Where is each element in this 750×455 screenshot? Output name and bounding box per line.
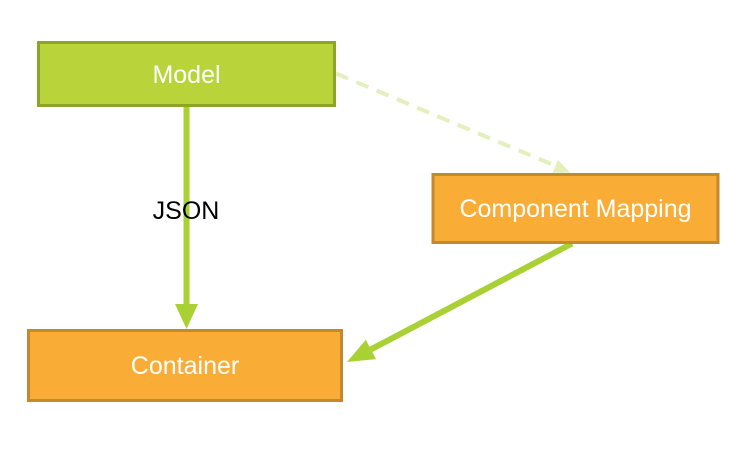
container-label: Container [131,352,239,380]
component-mapping-label: Component Mapping [459,195,691,223]
edge-model-to-container [175,105,198,329]
edge-component-mapping-to-container [347,240,574,362]
model-label: Model [152,61,220,89]
json-edge-label: JSON [153,197,220,225]
dashed-connector-line [335,71,558,169]
model-box [37,41,336,107]
diagonal-connector-line [369,240,574,353]
container-box [27,329,343,402]
component-mapping-box [431,173,720,244]
node-model: Model [37,41,336,107]
down-arrowhead-icon [175,304,198,329]
node-component-mapping: Component Mapping [431,173,720,244]
edge-model-to-component-mapping [335,71,570,173]
node-container: Container [27,329,343,402]
dashed-arrowhead-icon [552,159,570,173]
left-arrowhead-icon [347,339,376,362]
